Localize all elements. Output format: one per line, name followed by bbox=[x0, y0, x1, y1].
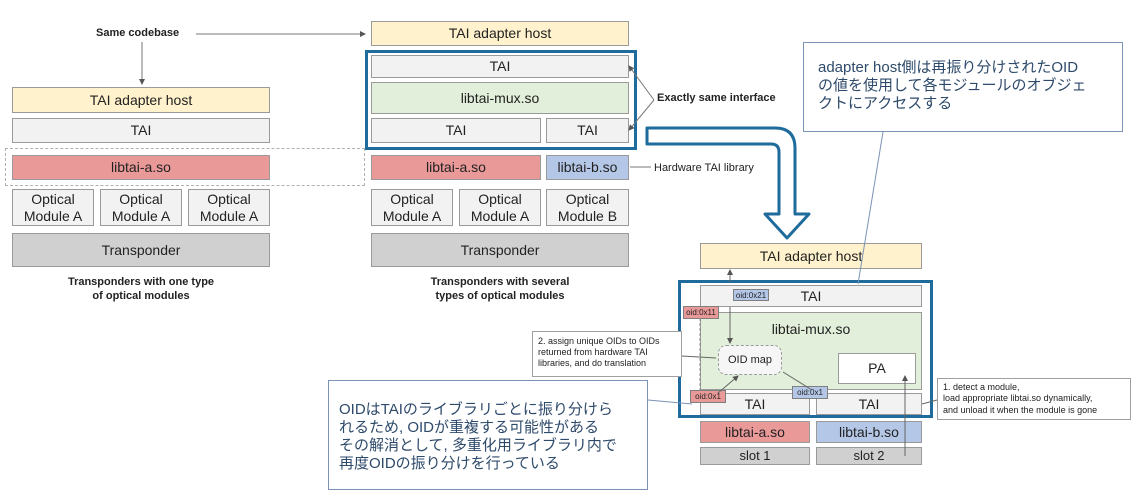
oid-tag-0x11: oid:0x11 bbox=[683, 306, 719, 319]
oid-tag-0x1-b: oid:0x1 bbox=[792, 386, 828, 399]
left-lib-a: libtai-a.so bbox=[12, 155, 270, 180]
mid-module-3: Optical Module B bbox=[546, 189, 629, 226]
mid-lib-a: libtai-a.so bbox=[371, 155, 541, 180]
left-caption: Transponders with one type of optical mo… bbox=[67, 276, 215, 302]
mid-tai-left: TAI bbox=[371, 118, 541, 143]
right-tai-left: TAI bbox=[700, 393, 810, 415]
callout-adapter-host-note: adapter host側は再振り分けされたOID の値を使用して各モジュールの… bbox=[803, 42, 1123, 132]
big-flow-arrow bbox=[645, 126, 811, 240]
oid-tag-0x21: oid:0x21 bbox=[733, 289, 769, 301]
mid-adapter-host: TAI adapter host bbox=[371, 21, 629, 46]
left-module-3: Optical Module A bbox=[188, 189, 270, 226]
mid-transponder: Transponder bbox=[371, 233, 629, 267]
left-module-1: Optical Module A bbox=[12, 189, 94, 226]
left-dashed-row bbox=[5, 148, 365, 186]
left-module-2: Optical Module A bbox=[100, 189, 182, 226]
mid-caption: Transponders with several types of optic… bbox=[430, 276, 570, 302]
left-tai: TAI bbox=[12, 118, 270, 143]
right-lib-b: libtai-b.so bbox=[816, 421, 922, 443]
same-codebase-label: Same codebase bbox=[96, 27, 180, 39]
mid-tai-right: TAI bbox=[546, 118, 629, 143]
mid-module-2: Optical Module A bbox=[459, 189, 541, 226]
right-slot-2: slot 2 bbox=[816, 447, 922, 465]
right-lib-a: libtai-a.so bbox=[700, 421, 810, 443]
mid-tai-top: TAI bbox=[371, 55, 629, 78]
exactly-same-interface-label: Exactly same interface bbox=[657, 92, 776, 104]
callout-oid-explanation: OIDはTAIのライブラリごとに振り分けら れるため, OIDが重複する可能性が… bbox=[328, 380, 648, 490]
mid-mux: libtai-mux.so bbox=[371, 82, 629, 114]
right-slot-1: slot 1 bbox=[700, 447, 810, 465]
note-detect-module: 1. detect a module, load appropriate lib… bbox=[937, 378, 1131, 420]
left-transponder: Transponder bbox=[12, 233, 270, 267]
mid-lib-b: libtai-b.so bbox=[546, 155, 629, 180]
hardware-tai-library-label: Hardware TAI library bbox=[654, 162, 754, 174]
left-adapter-host: TAI adapter host bbox=[12, 87, 270, 113]
right-pa: PA bbox=[838, 353, 916, 384]
right-tai-right: TAI bbox=[816, 393, 922, 415]
right-adapter-host: TAI adapter host bbox=[700, 243, 922, 269]
right-oid-map: OID map bbox=[718, 345, 782, 375]
note-assign-oids: 2. assign unique OIDs to OIDs returned f… bbox=[532, 331, 682, 377]
oid-tag-0x1-a: oid:0x1 bbox=[690, 390, 726, 403]
mid-module-1: Optical Module A bbox=[371, 189, 453, 226]
